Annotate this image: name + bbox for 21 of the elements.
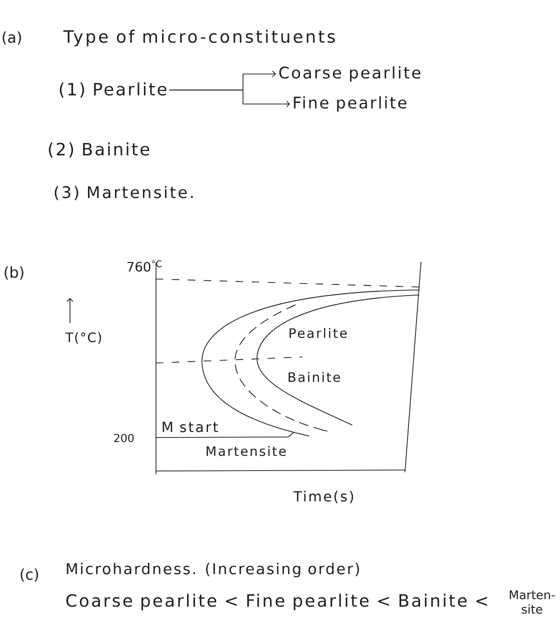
line-label: M start [162,422,218,432]
part-label: (b) [4,266,24,280]
heading: Microhardness. (Increasing order) [66,562,359,578]
list-item: Fine pearlite [294,96,406,112]
part-label: (c) [20,568,38,582]
heading: Type of micro-constituents [63,30,335,46]
note: Coarse pearlite < Fine pearlite < Bainite < [66,594,488,610]
axis-label: Time(s) [293,490,354,504]
tick-label: 760$^{°C}$ [127,260,162,272]
list-item: (3) Martensite. [54,186,193,200]
list-item: (2) Bainite [48,142,150,158]
list-item: Coarse pearlite [279,66,420,82]
region-label: Martensite [206,446,286,456]
region-label: Pearlite [290,328,347,338]
region-label: Bainite [288,372,340,382]
list-item: (1) Pearlite [60,82,166,98]
part-label: (a) [2,31,21,45]
arrow [169,90,290,108]
tick-label: 200 [114,434,134,442]
axis-label: T(°C) [65,332,102,344]
note: Marten- site [510,590,555,614]
